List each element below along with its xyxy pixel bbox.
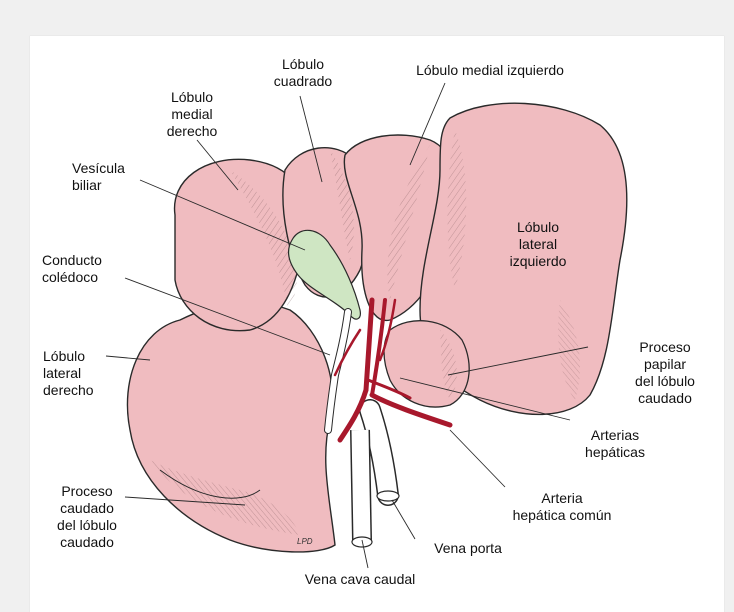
label-lobulo-lateral-izquierdo: Lóbulo lateral izquierdo xyxy=(498,219,578,270)
label-vena-porta: Vena porta xyxy=(418,540,518,557)
label-arteria-hepatica-comun: Arteria hepática común xyxy=(497,490,627,524)
label-lobulo-medial-izquierdo: Lóbulo medial izquierdo xyxy=(395,62,585,79)
label-conducto-coledoco: Conducto colédoco xyxy=(42,252,132,286)
label-vena-cava-caudal: Vena cava caudal xyxy=(285,571,435,588)
label-lobulo-lateral-derecho: Lóbulo lateral derecho xyxy=(43,348,113,399)
label-proceso-papilar: Proceso papilar del lóbulo caudado xyxy=(620,339,710,407)
artist-signature: LPD xyxy=(297,537,313,546)
label-arterias-hepaticas: Arterias hepáticas xyxy=(570,427,660,461)
label-proceso-caudado: Proceso caudado del lóbulo caudado xyxy=(42,483,132,551)
label-vesicula-biliar: Vesícula biliar xyxy=(72,160,152,194)
label-lobulo-cuadrado: Lóbulo cuadrado xyxy=(268,56,338,90)
label-lobulo-medial-derecho: Lóbulo medial derecho xyxy=(157,89,227,140)
papillary-process xyxy=(384,321,469,407)
